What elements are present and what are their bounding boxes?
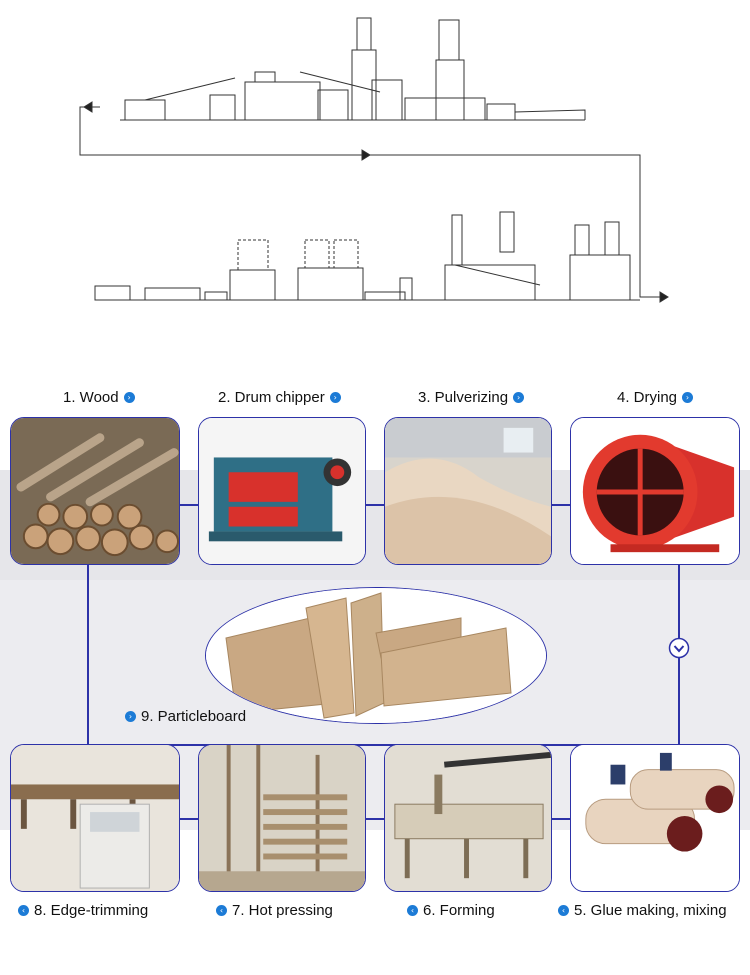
photo-drying xyxy=(570,417,740,565)
photo-particleboard xyxy=(205,587,547,724)
connector-5-6 xyxy=(551,818,571,820)
step-label-forming: ‹6. Forming xyxy=(407,902,495,919)
step-label-drum-chipper: 2. Drum chipper› xyxy=(218,389,341,406)
step-label-edge-trimming: ‹8. Edge-trimming xyxy=(18,902,148,919)
chevron-right-circle-icon: › xyxy=(125,711,136,722)
chevron-left-circle-icon: ‹ xyxy=(407,905,418,916)
step-label-drying: 4. Drying› xyxy=(617,389,694,406)
connector-1-2 xyxy=(180,504,200,506)
flow-arrow-left xyxy=(83,101,93,113)
photo-wood xyxy=(10,417,180,565)
chevron-right-circle-icon: › xyxy=(513,392,525,403)
chevron-right-circle-icon: › xyxy=(682,392,694,403)
chevron-left-circle-icon: ‹ xyxy=(216,905,227,916)
chevron-right-circle-icon: › xyxy=(329,392,341,403)
photo-drum-chipper xyxy=(198,417,366,565)
photo-pulverizing xyxy=(384,417,552,565)
step-label-glue-mixing: ‹5. Glue making, mixing xyxy=(558,902,727,919)
connector-7-8 xyxy=(180,818,200,820)
chevron-left-circle-icon: ‹ xyxy=(18,905,29,916)
connector-2-3 xyxy=(365,504,385,506)
connector-3-4 xyxy=(551,504,571,506)
flow-arrow-right-end xyxy=(659,291,669,303)
step-label-wood: 1. Wood› xyxy=(63,389,135,406)
flow-arrow-right-mid xyxy=(361,149,371,161)
photo-forming xyxy=(384,744,552,892)
photo-edge-trimming xyxy=(10,744,180,892)
chevron-left-circle-icon: ‹ xyxy=(558,905,569,916)
connector-1-8 xyxy=(87,564,89,746)
chevron-down-circle-icon xyxy=(668,637,690,659)
step-label-particleboard: ›9. Particleboard xyxy=(125,708,246,725)
chevron-right-circle-icon: › xyxy=(123,392,135,403)
step-label-pulverizing: 3. Pulverizing› xyxy=(418,389,525,406)
production-line-schematic xyxy=(79,17,669,303)
photo-glue-mixing xyxy=(570,744,740,892)
connector-8-9 xyxy=(87,744,679,746)
flow-loop-line xyxy=(79,106,660,298)
photo-hot-pressing xyxy=(198,744,366,892)
step-label-hot-pressing: ‹7. Hot pressing xyxy=(216,902,333,919)
connector-6-7 xyxy=(365,818,385,820)
